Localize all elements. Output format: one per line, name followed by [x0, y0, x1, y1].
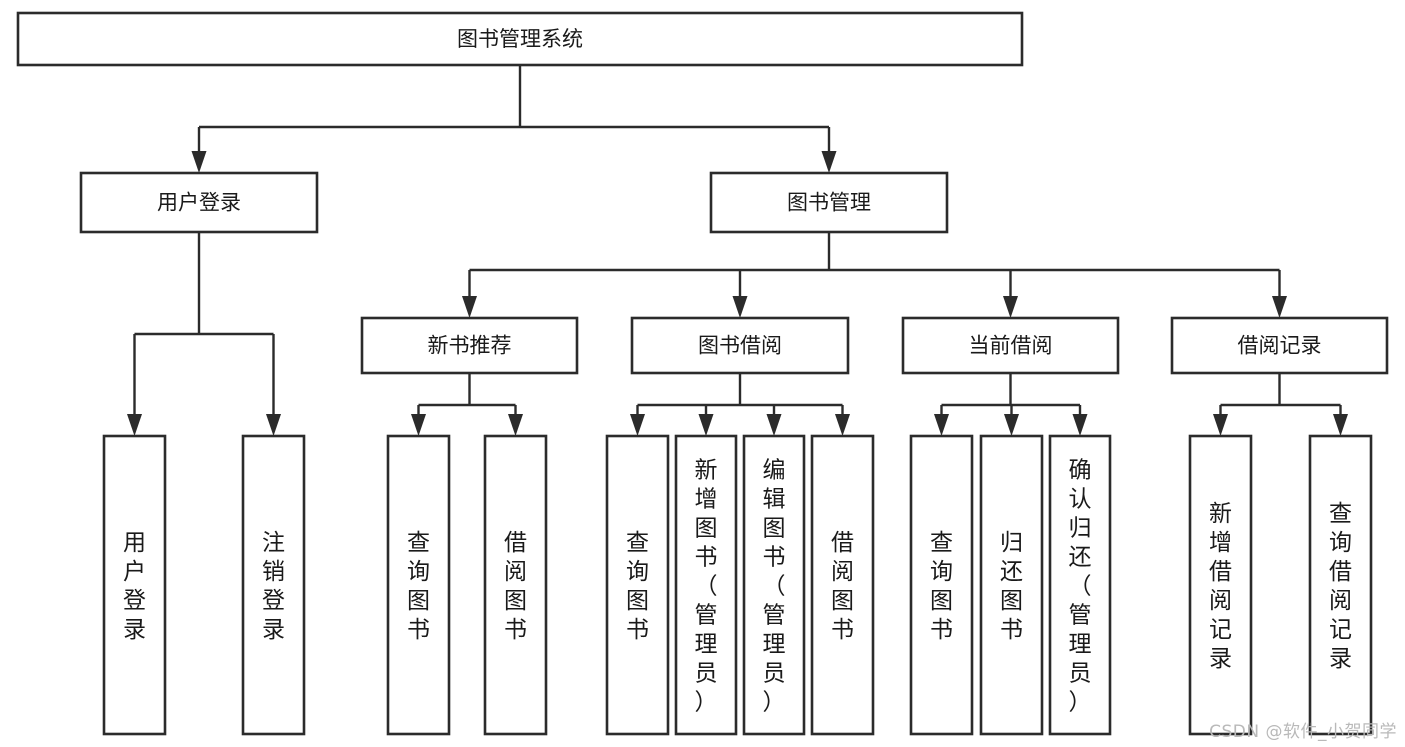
arrow-head-icon [127, 414, 142, 436]
node-leaf-新增图书管理员[interactable]: 新增图书（管理员） [674, 434, 738, 736]
node-rect [1188, 434, 1253, 736]
node-rect [605, 434, 670, 736]
node-leaf-查询图书[interactable]: 查询图书 [605, 434, 670, 736]
node-leaf-编辑图书管理员[interactable]: 编辑图书（管理员） [742, 434, 806, 736]
arrow-head-icon [732, 296, 748, 318]
node-label: 图书借阅 [698, 334, 782, 358]
arrow-head-icon [630, 414, 645, 436]
arrow-head-icon [1213, 414, 1228, 436]
node-label: 借阅图书 [504, 530, 527, 643]
node-label: 归还图书 [1000, 530, 1023, 643]
arrow-head-icon [411, 414, 426, 436]
node-rect [386, 434, 451, 736]
node-rect [1308, 434, 1373, 736]
node-rect [241, 434, 306, 736]
node-label: 当前借阅 [969, 334, 1053, 358]
node-level3-图书借阅[interactable]: 图书借阅 [630, 316, 850, 375]
arrow-head-icon [462, 296, 477, 318]
node-label: 注销登录 [262, 530, 285, 643]
arrow-head-icon [1072, 414, 1088, 436]
arrow-head-icon [835, 414, 850, 436]
node-label: 图书管理 [787, 191, 871, 215]
arrow-head-icon [821, 151, 837, 173]
arrow-head-icon [266, 414, 281, 436]
node-label: 借阅图书 [831, 530, 854, 643]
node-label: 查询图书 [930, 530, 953, 643]
arrow-head-icon [508, 414, 523, 436]
node-rect [360, 316, 579, 375]
node-rect [709, 171, 949, 234]
arrow-head-icon [191, 151, 207, 173]
connector-layer [127, 65, 1348, 436]
node-layer: 图书管理系统用户登录图书管理新书推荐图书借阅当前借阅借阅记录用户登录注销登录查询… [16, 11, 1389, 736]
node-leaf-注销登录[interactable]: 注销登录 [241, 434, 306, 736]
node-leaf-查询图书[interactable]: 查询图书 [386, 434, 451, 736]
node-rect [1170, 316, 1389, 375]
node-leaf-用户登录[interactable]: 用户登录 [102, 434, 167, 736]
node-level2-用户登录[interactable]: 用户登录 [79, 171, 319, 234]
node-level3-当前借阅[interactable]: 当前借阅 [901, 316, 1120, 375]
node-label: 新增图书（管理员） [695, 458, 718, 716]
arrow-head-icon [1004, 414, 1019, 436]
node-rect [630, 316, 850, 375]
node-label: 借阅记录 [1238, 334, 1322, 358]
node-label: 图书管理系统 [457, 27, 583, 51]
node-rect [810, 434, 875, 736]
arrow-head-icon [1003, 296, 1018, 318]
node-leaf-新增借阅记录[interactable]: 新增借阅记录 [1188, 434, 1253, 736]
node-level3-新书推荐[interactable]: 新书推荐 [360, 316, 579, 375]
arrow-head-icon [934, 414, 949, 436]
node-rect [979, 434, 1044, 736]
node-label: 用户登录 [123, 530, 146, 643]
node-rect [1048, 434, 1112, 736]
node-rect [901, 316, 1120, 375]
node-leaf-确认归还管理员[interactable]: 确认归还（管理员） [1048, 434, 1112, 736]
node-rect [102, 434, 167, 736]
node-leaf-借阅图书[interactable]: 借阅图书 [810, 434, 875, 736]
node-label: 确认归还（管理员） [1069, 458, 1092, 716]
node-label: 查询图书 [626, 530, 649, 643]
node-level2-图书管理[interactable]: 图书管理 [709, 171, 949, 234]
node-label: 新书推荐 [428, 334, 512, 358]
node-label: 用户登录 [157, 191, 241, 215]
arrow-head-icon [766, 414, 782, 436]
node-rect [674, 434, 738, 736]
node-level3-借阅记录[interactable]: 借阅记录 [1170, 316, 1389, 375]
arrow-head-icon [1333, 414, 1348, 436]
node-rect [909, 434, 974, 736]
node-label: 查询图书 [407, 530, 430, 643]
arrow-head-icon [1272, 296, 1287, 318]
node-leaf-查询图书[interactable]: 查询图书 [909, 434, 974, 736]
node-rect [742, 434, 806, 736]
node-rect [483, 434, 548, 736]
node-rect [79, 171, 319, 234]
arrow-head-icon [698, 414, 714, 436]
node-leaf-借阅图书[interactable]: 借阅图书 [483, 434, 548, 736]
node-leaf-查询借阅记录[interactable]: 查询借阅记录 [1308, 434, 1373, 736]
node-leaf-归还图书[interactable]: 归还图书 [979, 434, 1044, 736]
node-label: 查询借阅记录 [1329, 501, 1352, 672]
node-root-图书管理系统[interactable]: 图书管理系统 [16, 11, 1024, 67]
node-label: 新增借阅记录 [1209, 501, 1232, 672]
node-label: 编辑图书（管理员） [763, 458, 786, 716]
node-rect [16, 11, 1024, 67]
